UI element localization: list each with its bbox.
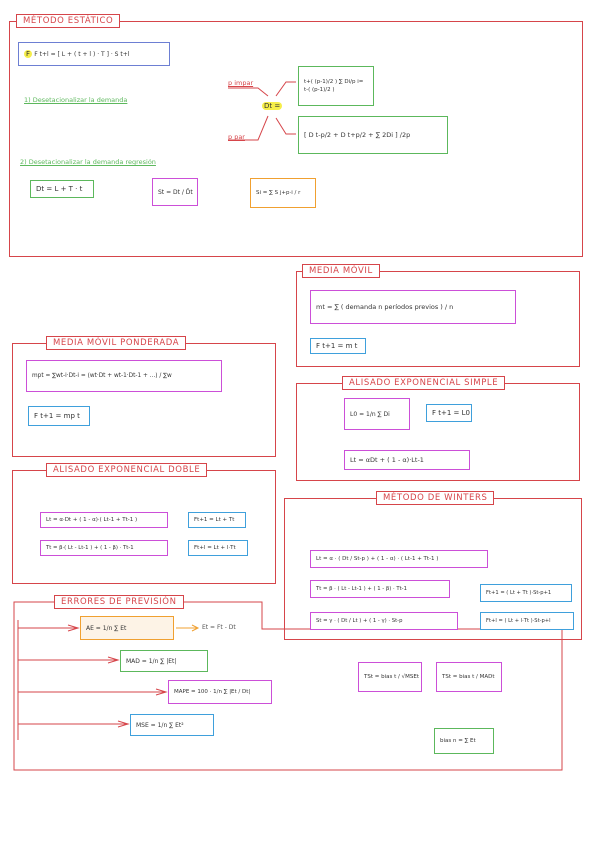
estatico-section: [9, 21, 583, 257]
mad-formula: MAD = 1/n ∑ |Et|: [120, 650, 208, 672]
estatico-title: MÉTODO ESTÁTICO: [16, 14, 121, 28]
winters-forecast-1: Ft+1 = ( Lt + Tt )·St-p+1: [480, 584, 572, 602]
movil-section: [296, 271, 580, 367]
doble-forecast-2: Ft+l = Lt + l·Tt: [188, 540, 248, 556]
ponderada-title: MEDIA MÓVIL PONDERADA: [46, 336, 187, 350]
mp-formula: mpt = ∑wt-i·Dt-i = (wt·Dt + wt-1·Dt-1 + …: [26, 360, 222, 392]
l0-formula: L0 = 1/n ∑ Di: [344, 398, 410, 430]
lt-simple-formula: Lt = αDt + ( 1 - α)·Lt-1: [344, 450, 470, 470]
winters-forecast-2: Ft+l = ( Lt + l·Tt )·St-p+l: [480, 612, 574, 630]
step1-label: 1) Desetacionalizar la demanda: [24, 96, 128, 104]
par-formula: [ D t-p/2 + D t+p/2 + ∑ 2Di ] /2p: [298, 116, 448, 154]
ae-formula-text: AE = 1/n ∑ Et: [86, 624, 127, 632]
et-formula: Et = Ft - Dt: [202, 624, 236, 631]
lt-doble-formula: Lt = α·Dt + ( 1 - α)·( Lt-1 + Tt-1 ): [40, 512, 168, 528]
errores-title: ERRORES DE PREVISIÓN: [54, 595, 184, 609]
doble-forecast-1: Ft+1 = Lt + Tt: [188, 512, 246, 528]
winters-title: MÉTODO DE WINTERS: [376, 491, 495, 505]
tt-doble-formula: Tt = β·( Lt - Lt-1 ) + ( 1 - β) · Tt-1: [40, 540, 168, 556]
dt-regression: Dt = L + T · t: [30, 180, 94, 198]
ponderada-forecast: F t+1 = mp t: [28, 406, 90, 426]
impar-formula: t+( (p-1)/2 ) ∑ Di/p i= t-( (p-1)/2 ): [298, 66, 374, 106]
mt-formula: mt = ∑ ( demanda n períodos previos ) / …: [310, 290, 516, 324]
mape-formula: MAPE = 100 · 1/n ∑ |Et / Dt|: [168, 680, 272, 704]
dt-label-text: Dt =: [262, 102, 283, 110]
mse-formula: MSE = 1/n ∑ Et²: [130, 714, 214, 736]
p-impar-label: p impar: [228, 79, 254, 87]
p-par-label: p par: [228, 133, 245, 141]
si-formula: Si = ∑ S j+p·i / r: [250, 178, 316, 208]
simple-forecast: F t+1 = L0: [426, 404, 472, 422]
dt-label: Dt =: [262, 102, 283, 110]
bias-formula: bias n = ∑ Et: [434, 728, 494, 754]
movil-title: MEDIA MÓVIL: [302, 264, 380, 278]
ae-formula: AE = 1/n ∑ Et: [80, 616, 174, 640]
doble-title: ALISADO EXPONENCIAL DOBLE: [46, 463, 208, 477]
step2-label: 2) Desetacionalizar la demanda regresión: [20, 158, 156, 166]
forecast-formula-text: F t+l = [ L + ( t + l ) · T ] · S t+l: [34, 50, 130, 58]
forecast-formula: F F t+l = [ L + ( t + l ) · T ] · S t+l: [18, 42, 170, 66]
ts-formula-2: TSt = bias t / MADt: [436, 662, 502, 692]
lt-winters-formula: Lt = α · ( Dt / St-p ) + ( 1 - α) · ( Lt…: [310, 550, 488, 568]
movil-forecast: F t+1 = m t: [310, 338, 366, 354]
ts-formula-1: TSt = bias t / √MSEt: [358, 662, 422, 692]
st-winters-formula: St = γ · ( Dt / Lt ) + ( 1 - γ) · St-p: [310, 612, 458, 630]
st-formula: St = Dt / D̄t: [152, 178, 198, 206]
tt-winters-formula: Tt = β · ( Lt - Lt-1 ) + ( 1 - β) · Tt-1: [310, 580, 450, 598]
simple-title: ALISADO EXPONENCIAL SIMPLE: [342, 376, 506, 390]
